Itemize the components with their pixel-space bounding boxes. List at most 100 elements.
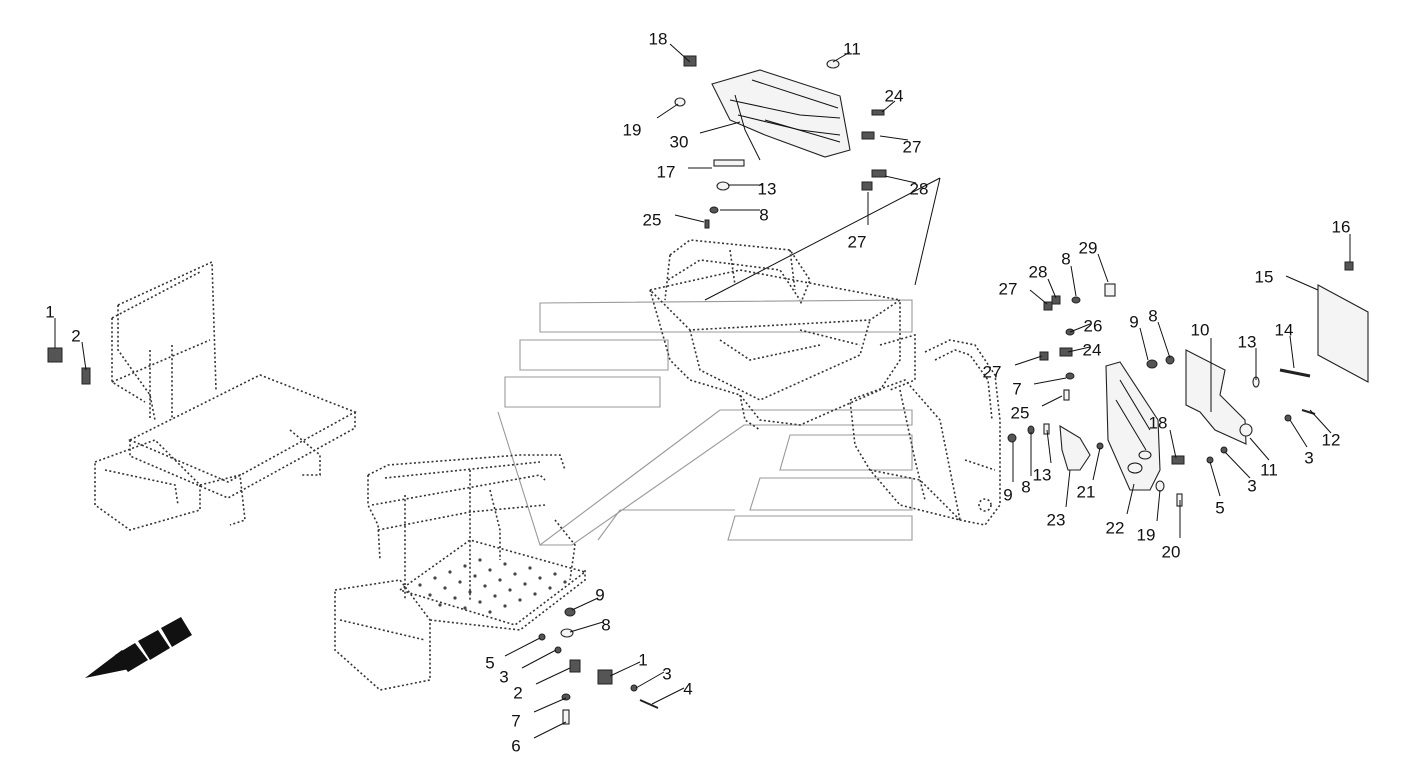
callout-leader-c27d xyxy=(1014,355,1043,366)
callout-leader-c27c xyxy=(1029,289,1048,305)
callout-label-c3c: 3 xyxy=(499,667,508,686)
callout-leader-c21 xyxy=(1092,447,1101,481)
callout-label-c18b: 18 xyxy=(1149,413,1168,432)
callout-label-c1a: 1 xyxy=(45,302,54,321)
watermark-logo xyxy=(497,299,913,546)
plate-15 xyxy=(1317,284,1369,383)
callout-leader-c22 xyxy=(1126,483,1135,515)
right-fender-body xyxy=(849,339,1001,526)
callout-label-c7b: 7 xyxy=(511,711,520,730)
grating-dots xyxy=(418,558,567,614)
callout-leader-c8c xyxy=(1157,321,1171,359)
callout-label-c2a: 2 xyxy=(71,326,80,345)
callout-label-c2b: 2 xyxy=(513,683,522,702)
callout-leader-c9c xyxy=(571,597,599,611)
callout-leader-c8b xyxy=(1070,265,1077,297)
callout-label-c19b: 19 xyxy=(1137,525,1156,544)
callout-label-c1b: 1 xyxy=(638,650,647,669)
callout-leader-c1b xyxy=(609,661,641,677)
callout-leader-c3d xyxy=(635,671,665,689)
callout-label-c5a: 5 xyxy=(1215,498,1224,517)
callout-leader-c2a xyxy=(81,341,87,371)
callout-leader-c24b xyxy=(1067,346,1091,353)
callout-leader-c25a xyxy=(674,214,705,223)
callout-label-c22: 22 xyxy=(1106,518,1125,537)
callout-label-c3a: 3 xyxy=(1304,448,1313,467)
callout-label-c11a: 11 xyxy=(843,39,861,58)
callout-leader-c7b xyxy=(533,697,567,713)
callout-leader-c9a xyxy=(1139,327,1149,361)
right-side-panel xyxy=(1105,361,1161,491)
callout-label-c16: 16 xyxy=(1332,217,1351,236)
callout-leader-c3a xyxy=(1289,419,1308,448)
callout-label-c13c: 13 xyxy=(1033,465,1052,484)
callout-leader-c23 xyxy=(1065,469,1071,508)
callout-leader-c8e xyxy=(569,621,604,633)
callout-label-c18a: 18 xyxy=(649,29,668,48)
callout-leader-c6 xyxy=(533,721,567,739)
callout-leader-c3b xyxy=(1224,451,1251,479)
callout-leader-c28b xyxy=(1047,278,1057,299)
callout-label-c8e: 8 xyxy=(601,615,610,634)
callout-leader-c13c xyxy=(1046,429,1052,464)
callout-label-c4: 4 xyxy=(683,679,692,698)
callout-leader-c7a xyxy=(1033,377,1067,385)
callout-label-c12: 12 xyxy=(1322,430,1341,449)
callout-label-c3b: 3 xyxy=(1247,476,1256,495)
direction-arrow-icon xyxy=(85,617,192,678)
callout-label-c14: 14 xyxy=(1275,320,1294,339)
callout-leader-c28a xyxy=(884,175,917,184)
callout-label-c28b: 28 xyxy=(1029,262,1048,281)
callout-label-c29: 29 xyxy=(1079,238,1098,257)
callout-label-c24a: 24 xyxy=(885,86,904,105)
callout-label-c13a: 13 xyxy=(758,179,777,198)
callout-leader-c11a xyxy=(832,51,851,63)
bracket-10 xyxy=(1185,349,1247,445)
callout-label-c24b: 24 xyxy=(1083,340,1102,359)
callout-leader-c27a xyxy=(879,135,909,141)
callout-label-c8a: 8 xyxy=(759,205,768,224)
callout-label-c15: 15 xyxy=(1255,267,1274,286)
callout-label-c6: 6 xyxy=(511,736,520,755)
callout-label-c27d: 27 xyxy=(983,362,1002,381)
callout-leader-c4 xyxy=(651,687,685,705)
callout-leader-c26 xyxy=(1069,323,1091,333)
bracket-23 xyxy=(1059,424,1091,471)
callout-leader-c3c xyxy=(521,649,557,669)
callout-label-c8c: 8 xyxy=(1148,306,1157,325)
callout-label-c25b: 25 xyxy=(1011,403,1030,422)
callout-leader-c25b xyxy=(1041,395,1063,407)
callout-leader-c24a xyxy=(881,100,896,113)
callout-label-c7a: 7 xyxy=(1012,379,1021,398)
callout-label-c25a: 25 xyxy=(643,210,662,229)
callout-label-c28a: 28 xyxy=(910,179,929,198)
callout-label-c23: 23 xyxy=(1047,510,1066,529)
callout-leader-c11b xyxy=(1249,437,1270,461)
callout-label-c27c: 27 xyxy=(999,279,1018,298)
callout-leader-c14 xyxy=(1289,335,1295,369)
assembly-guide-lines xyxy=(704,177,941,301)
callout-label-c11b: 11 xyxy=(1260,460,1278,479)
callout-leader-c5b xyxy=(504,637,541,657)
callout-leader-c18b xyxy=(1169,429,1177,459)
callout-label-c17: 17 xyxy=(657,162,676,181)
callout-label-c27a: 27 xyxy=(903,137,922,156)
callout-label-c20: 20 xyxy=(1162,542,1181,561)
callout-leader-c19b xyxy=(1156,489,1161,522)
left-platform-frame xyxy=(94,260,357,531)
callout-label-c3d: 3 xyxy=(662,664,671,683)
callout-label-c13b: 13 xyxy=(1238,332,1257,351)
callout-label-c5b: 5 xyxy=(485,653,494,672)
callout-label-c9a: 9 xyxy=(1129,312,1138,331)
callout-leader-c12 xyxy=(1309,409,1332,434)
callout-label-c9c: 9 xyxy=(595,585,604,604)
callout-leader-c29 xyxy=(1097,253,1109,283)
callout-label-c26: 26 xyxy=(1084,316,1103,335)
hardware-parts xyxy=(47,55,1354,725)
callout-label-c10: 10 xyxy=(1191,320,1210,339)
callout-label-c21: 21 xyxy=(1077,482,1096,501)
callout-label-c19a: 19 xyxy=(623,120,642,139)
